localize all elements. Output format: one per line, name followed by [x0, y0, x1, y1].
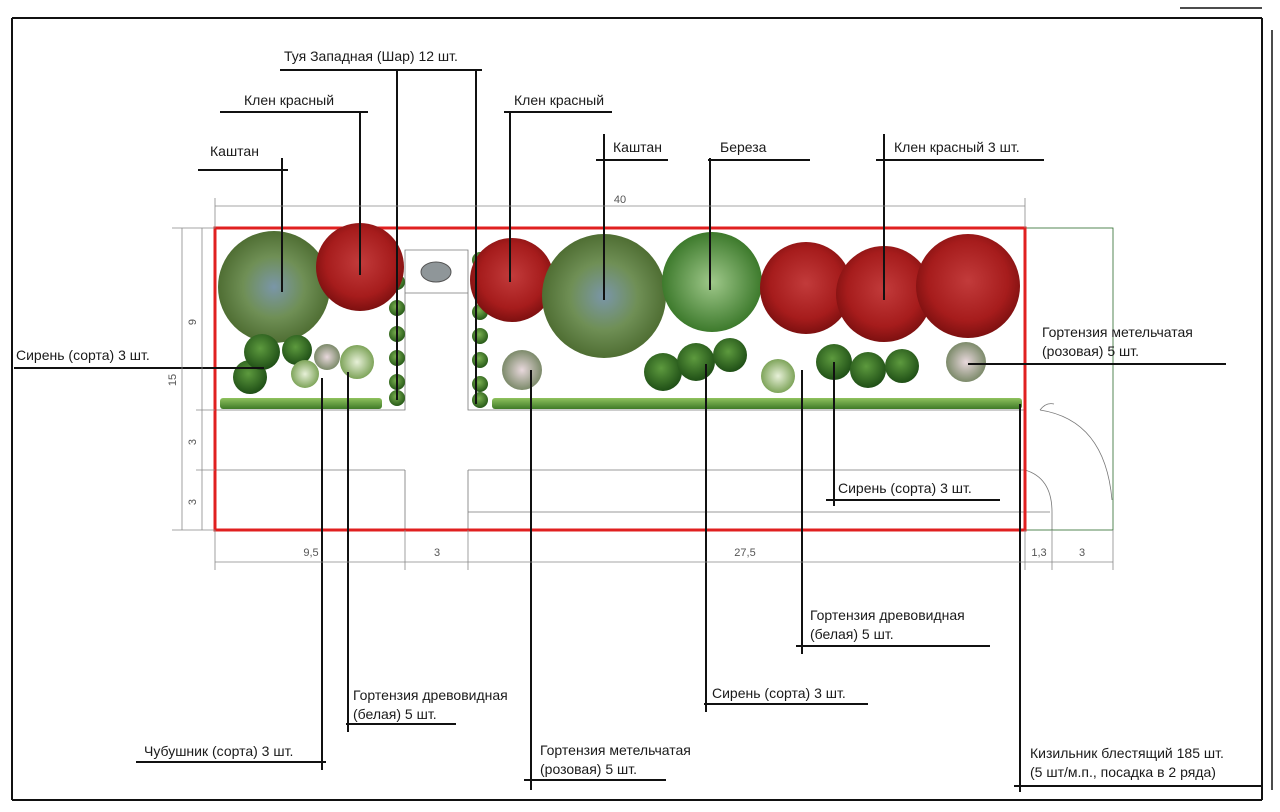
red-maple-tree-right-3 [916, 234, 1020, 338]
label-bereza: Береза [720, 139, 767, 155]
thuja-column-left [389, 274, 405, 406]
panicle-hydrangea-right [946, 342, 986, 382]
label-gort-met-right-2: (розовая) 5 шт. [1042, 343, 1139, 359]
plot-boundary [213, 226, 1027, 532]
dim-seg-27-5: 27,5 [734, 547, 755, 559]
birch-tree [662, 232, 762, 332]
decorative-stone [420, 261, 452, 283]
hedge-rows [220, 398, 1022, 409]
label-siren-bottom-mid: Сирень (сорта) 3 шт. [712, 685, 846, 701]
label-gort-drev-left-2: (белая) 5 шт. [353, 706, 437, 722]
label-kashtan-left: Каштан [210, 143, 259, 159]
dim-height-3a: 3 [187, 439, 199, 445]
label-chubushnik: Чубушник (сорта) 3 шт. [144, 743, 293, 759]
label-kashtan-mid: Каштан [613, 139, 662, 155]
chestnut-tree-left [218, 231, 330, 343]
tree-hydrangea-right [761, 359, 795, 393]
drawing-frame [11, 7, 1273, 801]
label-siren-left: Сирень (сорта) 3 шт. [16, 347, 150, 363]
label-gort-met-bottom-2: (розовая) 5 шт. [540, 761, 637, 777]
label-gort-drev-left-1: Гортензия древовидная [353, 687, 508, 703]
label-kizilnik-2: (5 шт/м.п., посадка в 2 ряда) [1030, 764, 1216, 780]
dimension-lines [172, 198, 1114, 570]
dim-height-15: 15 [167, 374, 179, 386]
red-maple-tree-mid [470, 238, 554, 322]
leader-lines [14, 69, 1262, 792]
dim-seg-3-right: 3 [1079, 547, 1085, 559]
label-klen-left: Клен красный [244, 92, 334, 108]
label-gort-drev-right-1: Гортензия древовидная [810, 607, 965, 623]
tree-hydrangea-left [340, 345, 374, 379]
dim-height-3b: 3 [187, 499, 199, 505]
mock-orange-shrubs [291, 344, 340, 388]
label-klen-right: Клен красный 3 шт. [894, 139, 1020, 155]
lilac-group-mid [644, 338, 747, 391]
dim-total-width: 40 [614, 194, 626, 206]
label-siren-bottom-right: Сирень (сорта) 3 шт. [838, 480, 972, 496]
label-gort-met-bottom-1: Гортензия метельчатая [540, 742, 691, 758]
label-gort-met-right-1: Гортензия метельчатая [1042, 324, 1193, 340]
dim-seg-1-3: 1,3 [1031, 547, 1046, 559]
label-klen-mid: Клен красный [514, 92, 604, 108]
label-kizilnik-1: Кизильник блестящий 185 шт. [1030, 745, 1224, 761]
dim-height-9: 9 [187, 319, 199, 325]
label-tuya: Туя Западная (Шар) 12 шт. [284, 48, 458, 64]
red-maple-tree-right-1 [760, 242, 852, 334]
dim-seg-3: 3 [434, 547, 440, 559]
label-gort-drev-right-2: (белая) 5 шт. [810, 626, 894, 642]
lilac-group-right [816, 344, 919, 388]
panicle-hydrangea-left [502, 350, 542, 390]
dim-seg-9-5: 9,5 [303, 547, 318, 559]
